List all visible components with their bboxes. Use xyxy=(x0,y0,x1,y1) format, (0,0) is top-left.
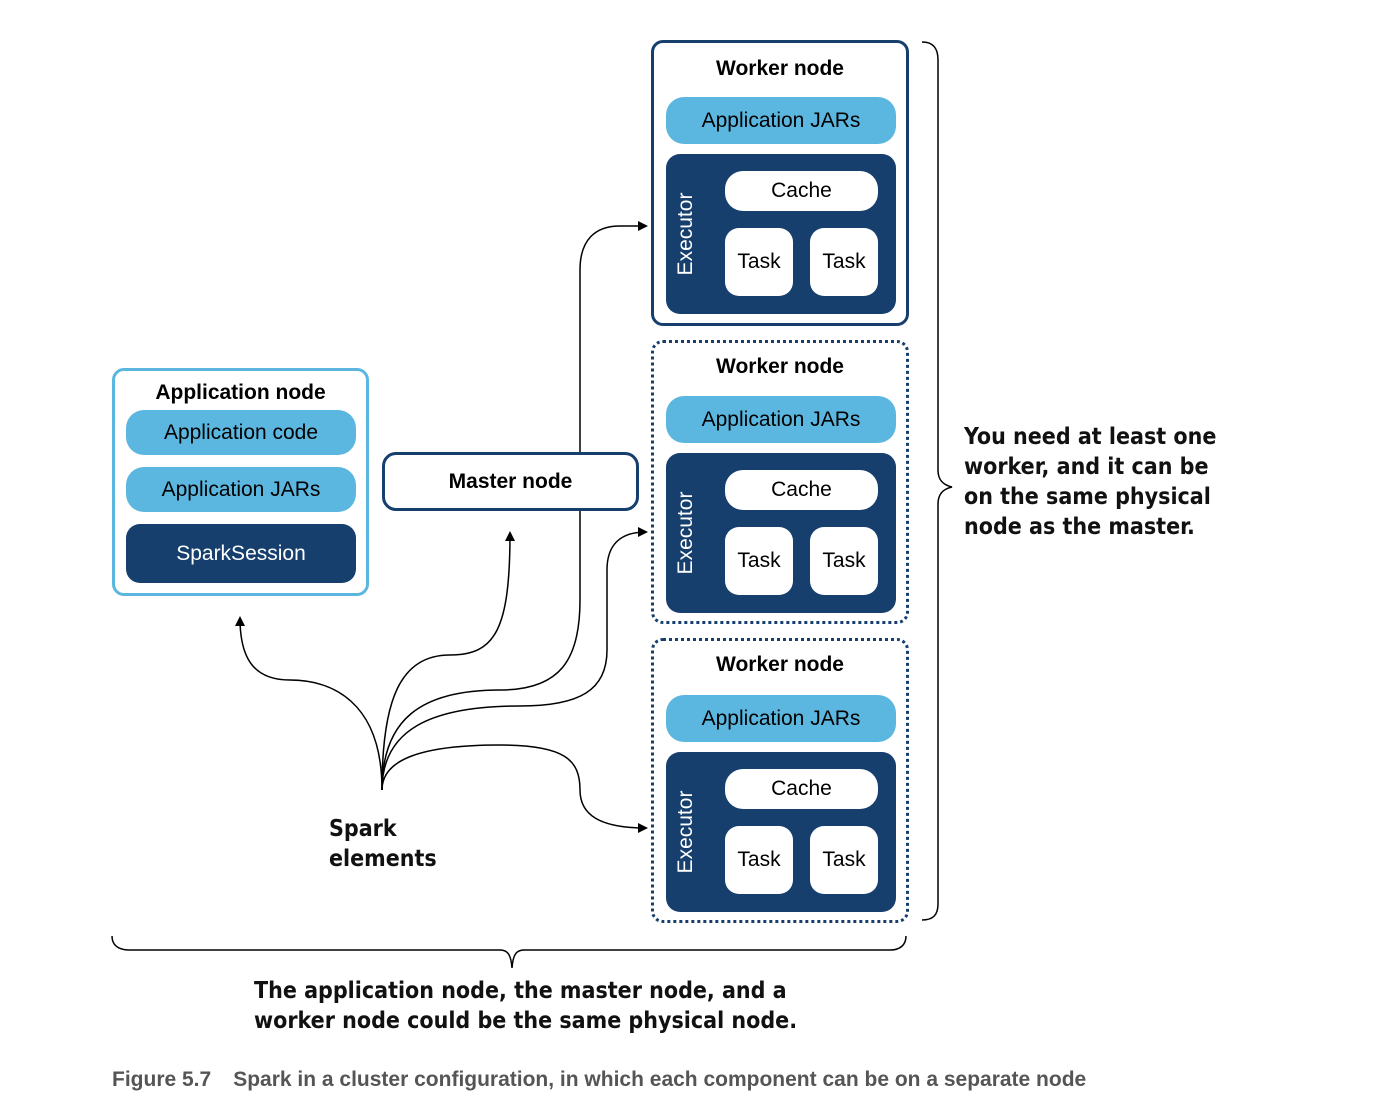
executor-label: Executor xyxy=(674,192,697,276)
master-node: Master node xyxy=(382,452,639,511)
worker-node-1: Worker node Application JARs Executor Ca… xyxy=(651,40,909,326)
application-jars-pill: Application JARs xyxy=(126,467,356,512)
right-annotation-line: on the same physical xyxy=(964,484,1211,510)
bottom-annotation: The application node, the master node, a… xyxy=(254,976,874,1036)
worker-node-3: Worker node Application JARs Executor Ca… xyxy=(651,638,909,923)
figure-caption: Figure 5.7 Spark in a cluster configurati… xyxy=(112,1068,1086,1092)
cache-box: Cache xyxy=(725,171,878,211)
bottom-annotation-line: The application node, the master node, a… xyxy=(254,978,787,1004)
right-annotation-line: worker, and it can be xyxy=(964,454,1209,480)
bottom-annotation-line: worker node could be the same physical n… xyxy=(254,1008,798,1034)
application-jars-pill: Application JARs xyxy=(666,97,896,144)
arrow-to-application-node xyxy=(235,616,383,791)
executor-label: Executor xyxy=(674,491,697,575)
spark-elements-line-2: elements xyxy=(329,846,437,872)
cache-box: Cache xyxy=(725,470,878,510)
spark-session-pill: SparkSession xyxy=(126,524,356,583)
executor-box: Executor Cache Task Task xyxy=(666,453,896,613)
application-code-pill: Application code xyxy=(126,410,356,455)
bottom-brace xyxy=(111,935,907,969)
worker-node-title: Worker node xyxy=(716,355,844,378)
executor-label: Executor xyxy=(674,790,697,874)
application-jars-pill: Application JARs xyxy=(666,695,896,742)
spark-elements-line-1: Spark xyxy=(329,816,397,842)
arrow-to-worker-2 xyxy=(381,527,648,791)
application-jars-pill: Application JARs xyxy=(666,396,896,443)
arrow-to-worker-3 xyxy=(381,744,648,833)
executor-box: Executor Cache Task Task xyxy=(666,154,896,314)
task-box: Task xyxy=(810,228,878,296)
worker-node-2: Worker node Application JARs Executor Ca… xyxy=(651,340,909,624)
application-node-title: Application node xyxy=(155,381,326,404)
right-annotation: You need at least one worker, and it can… xyxy=(964,422,1264,542)
worker-node-title: Worker node xyxy=(716,57,844,80)
figure-number: Figure 5.7 xyxy=(112,1068,212,1091)
worker-node-title: Worker node xyxy=(716,653,844,676)
arrow-to-master-node xyxy=(381,531,515,791)
task-box: Task xyxy=(810,527,878,595)
right-annotation-line: You need at least one xyxy=(964,424,1217,450)
cache-box: Cache xyxy=(725,769,878,809)
application-node: Application node Application code Applic… xyxy=(112,368,369,596)
figure-caption-text: Spark in a cluster configuration, in whi… xyxy=(233,1068,1087,1091)
executor-box: Executor Cache Task Task xyxy=(666,752,896,912)
arrow-to-worker-1 xyxy=(381,221,648,791)
task-box: Task xyxy=(725,228,793,296)
task-box: Task xyxy=(810,826,878,894)
right-annotation-line: node as the master. xyxy=(964,514,1195,540)
spark-elements-label: Spark elements xyxy=(329,814,479,874)
right-brace xyxy=(921,41,953,921)
task-box: Task xyxy=(725,826,793,894)
task-box: Task xyxy=(725,527,793,595)
